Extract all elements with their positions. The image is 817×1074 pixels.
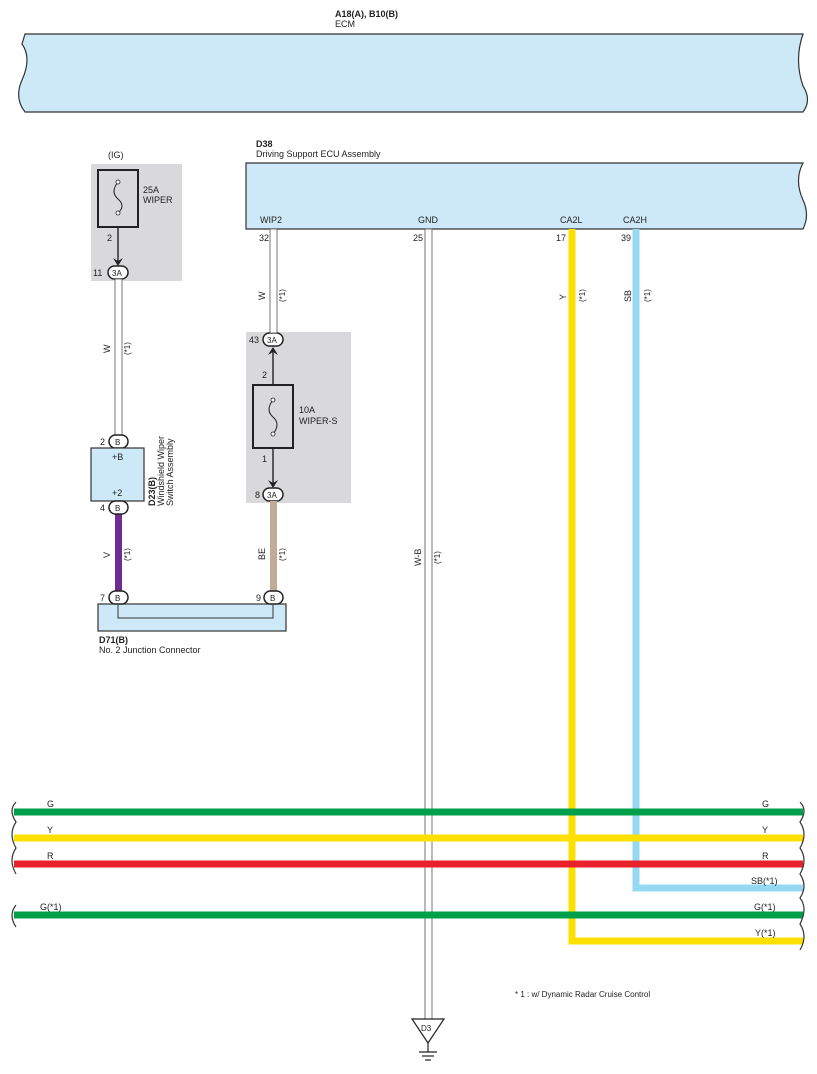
fuse-wiper-s-name: WIPER-S xyxy=(299,416,338,426)
wire-y: Y (*1) xyxy=(558,229,803,945)
fuse-wiper-element xyxy=(113,181,123,214)
fuse-wiper-s-block: 3A 43 2 10A WIPER-S 1 3A 8 xyxy=(246,332,351,503)
ecu-pin-wip2-number: 32 xyxy=(259,233,269,243)
ecu-pin-wip2-label: WIP2 xyxy=(260,215,282,225)
ecu-pin-ca2h-label: CA2H xyxy=(623,215,647,225)
wire-be-note: (*1) xyxy=(278,548,287,561)
bus-left-g: G xyxy=(47,799,54,809)
fuse-wiper-block: (IG) 25A WIPER 2 3A 11 xyxy=(91,150,182,281)
ecm-component: A18(A), B10(B) ECM xyxy=(18,9,809,113)
ecu-name: Driving Support ECU Assembly xyxy=(256,149,381,159)
switch-code: D23(B) xyxy=(147,477,157,506)
wire-w-left: W (*1) xyxy=(102,278,132,436)
fuse-wiper-source: (IG) xyxy=(108,150,124,160)
fuse-wiper-rating: 25A xyxy=(143,185,159,195)
ecu-pin-ca2l-number: 17 xyxy=(556,233,566,243)
wire-v: V (*1) xyxy=(102,514,132,591)
switch-name-line1: Windshield Wiper xyxy=(156,436,166,506)
fuse-wiper-s-shade xyxy=(246,332,351,503)
wire-w-mid-note: (*1) xyxy=(278,289,287,302)
bus-lines: G Y R G(*1) G Y R SB(*1) G(*1) Y(*1) xyxy=(11,799,805,951)
switch-bottom-connector: B xyxy=(115,504,120,513)
wire-v-code: V xyxy=(102,552,112,558)
ecu-code: D38 xyxy=(256,139,273,149)
bus-right-y1: Y(*1) xyxy=(755,928,776,938)
junction-pin-right: 9 xyxy=(256,593,261,603)
fuse-wiper-pin: 2 xyxy=(107,233,112,243)
junction-pin-left: 7 xyxy=(100,593,105,603)
fuse-wiper-s-bottom-pin: 8 xyxy=(255,490,260,500)
wire-be: BE (*1) xyxy=(257,501,287,591)
switch-term-bottom: +2 xyxy=(112,488,122,498)
wire-sb-note: (*1) xyxy=(643,289,652,302)
wire-w-left-note: (*1) xyxy=(123,342,132,355)
bus-left-g1: G(*1) xyxy=(40,902,62,912)
ecm-name: ECM xyxy=(335,19,355,29)
switch-term-top: +B xyxy=(112,452,123,462)
fuse-wiper-s-top-pin: 43 xyxy=(249,335,259,345)
bus-right-r: R xyxy=(762,851,769,861)
switch-body xyxy=(90,447,145,502)
ecu-body xyxy=(245,162,808,230)
footnote: * 1 : w/ Dynamic Radar Cruise Control xyxy=(515,990,650,999)
fuse-wiper-s-bottom-connector: 3A xyxy=(267,491,277,500)
ecu-pin-gnd-number: 25 xyxy=(413,233,423,243)
fuse-wiper-s-rating: 10A xyxy=(299,405,315,415)
fuse-wiper-connector-pin: 11 xyxy=(93,268,102,278)
ecm-body xyxy=(18,33,809,113)
wire-y-note: (*1) xyxy=(578,289,587,302)
wire-v-note: (*1) xyxy=(123,548,132,561)
wire-w-mid-code: W xyxy=(257,291,267,300)
bus-left-y: Y xyxy=(47,825,53,835)
ecu-pin-ca2h-number: 39 xyxy=(621,233,631,243)
junction-connector: B 7 B 9 D71(B) No. 2 Junction Connector xyxy=(97,590,287,655)
ecu-pin-ca2l-label: CA2L xyxy=(560,215,583,225)
wire-wb-code: W-B xyxy=(413,549,423,566)
fuse-wiper-name: WIPER xyxy=(143,195,173,205)
junction-right-connector: B xyxy=(270,594,275,603)
bus-right-sb1: SB(*1) xyxy=(751,876,778,886)
ecu-pin-gnd-label: GND xyxy=(418,215,439,225)
wire-wb: W-B (*1) xyxy=(413,228,442,1020)
ecu-component: D38 Driving Support ECU Assembly WIP2 GN… xyxy=(245,139,808,243)
bus-right-y: Y xyxy=(762,825,768,835)
fuse-wiper-connector: 3A xyxy=(112,269,122,278)
switch-top-connector: B xyxy=(115,438,120,447)
bus-right-g: G xyxy=(762,799,769,809)
junction-name: No. 2 Junction Connector xyxy=(99,645,201,655)
switch-pin-bottom: 4 xyxy=(100,503,105,513)
ecm-code: A18(A), B10(B) xyxy=(335,9,398,19)
wire-sb: SB (*1) xyxy=(623,229,803,892)
junction-left-connector: B xyxy=(115,594,120,603)
wiper-switch: B 2 +B +2 B 4 D23(B) Windshield Wiper Sw… xyxy=(90,434,175,515)
fuse-wiper-shade xyxy=(91,164,182,281)
wire-w-mid: W (*1) xyxy=(257,228,287,334)
junction-code: D71(B) xyxy=(99,635,128,645)
fuse-wiper-s-top-connector: 3A xyxy=(267,336,277,345)
wire-wb-note: (*1) xyxy=(433,551,442,564)
bus-right-g1: G(*1) xyxy=(754,902,776,912)
fuse-wiper-s-pin-top: 2 xyxy=(262,370,267,380)
ground-label: D3 xyxy=(421,1024,432,1033)
fuse-wiper-s-pin-bottom: 1 xyxy=(262,454,267,464)
wire-w-left-code: W xyxy=(102,344,112,353)
switch-name-line2: Switch Assembly xyxy=(165,438,175,506)
wire-y-code: Y xyxy=(558,294,568,300)
bus-left-r: R xyxy=(47,851,54,861)
fuse-wiper-s-element xyxy=(268,399,278,435)
switch-pin-top: 2 xyxy=(100,437,105,447)
wire-be-code: BE xyxy=(257,548,267,560)
wire-sb-code: SB xyxy=(623,290,633,302)
ground-symbol: D3 xyxy=(410,1018,446,1061)
